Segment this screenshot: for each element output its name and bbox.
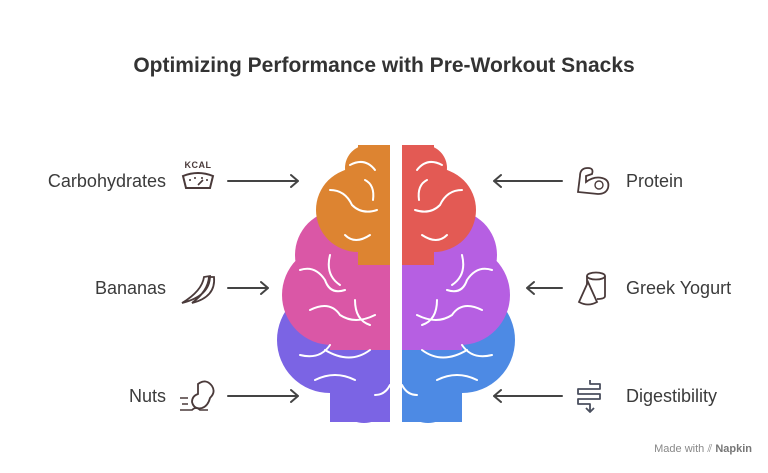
arrow-digestibility xyxy=(493,389,563,403)
label-digestibility: Digestibility xyxy=(626,386,718,406)
arrow-nuts xyxy=(227,389,299,403)
arrow-bananas xyxy=(227,281,269,295)
label-carbohydrates: Carbohydrates xyxy=(47,171,166,191)
arrow-protein xyxy=(493,174,563,188)
brain-left-hemisphere xyxy=(277,145,390,423)
arrow-carbohydrates xyxy=(227,174,299,188)
flexed-arm-icon xyxy=(576,167,610,195)
label-greek-yogurt: Greek Yogurt xyxy=(626,278,732,298)
napkin-logo-icon: ⫽ xyxy=(707,443,713,455)
brain-region-orange xyxy=(316,145,390,265)
napkin-watermark: Made with ⫽ Napkin xyxy=(654,443,752,456)
kcal-text: KCAL xyxy=(184,160,212,170)
diagram-title: Optimizing Performance with Pre-Workout … xyxy=(133,54,635,77)
footer-brand: Napkin xyxy=(715,443,752,455)
footer-prefix: Made with xyxy=(654,443,705,455)
label-bananas: Bananas xyxy=(94,278,166,298)
peanut-icon xyxy=(180,380,215,411)
kcal-scale-icon: KCAL xyxy=(178,160,218,197)
banana-icon xyxy=(181,274,215,304)
digestion-icon xyxy=(577,380,601,413)
label-protein: Protein xyxy=(626,171,684,191)
brain-right-hemisphere xyxy=(402,145,515,423)
arrow-greek-yogurt xyxy=(526,281,563,295)
yogurt-cup-icon xyxy=(577,271,606,306)
label-nuts: Nuts xyxy=(128,386,166,406)
